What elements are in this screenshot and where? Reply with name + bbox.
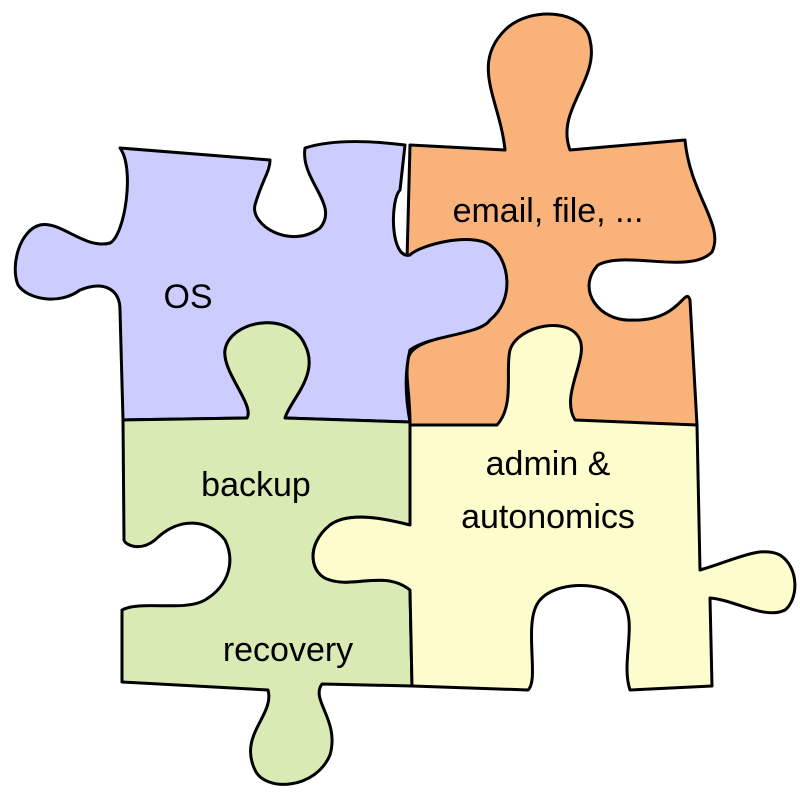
puzzle-piece-admin [311,324,797,692]
puzzle-piece-backup [120,321,414,786]
puzzle-piece-os [13,140,509,424]
label-backup-1: backup [201,466,311,504]
label-email: email, file, ... [453,192,644,230]
label-admin-2: autonomics [461,498,635,536]
label-admin-1: admin & [486,445,611,483]
label-backup-2: recovery [223,631,353,669]
label-os: OS [163,278,212,316]
